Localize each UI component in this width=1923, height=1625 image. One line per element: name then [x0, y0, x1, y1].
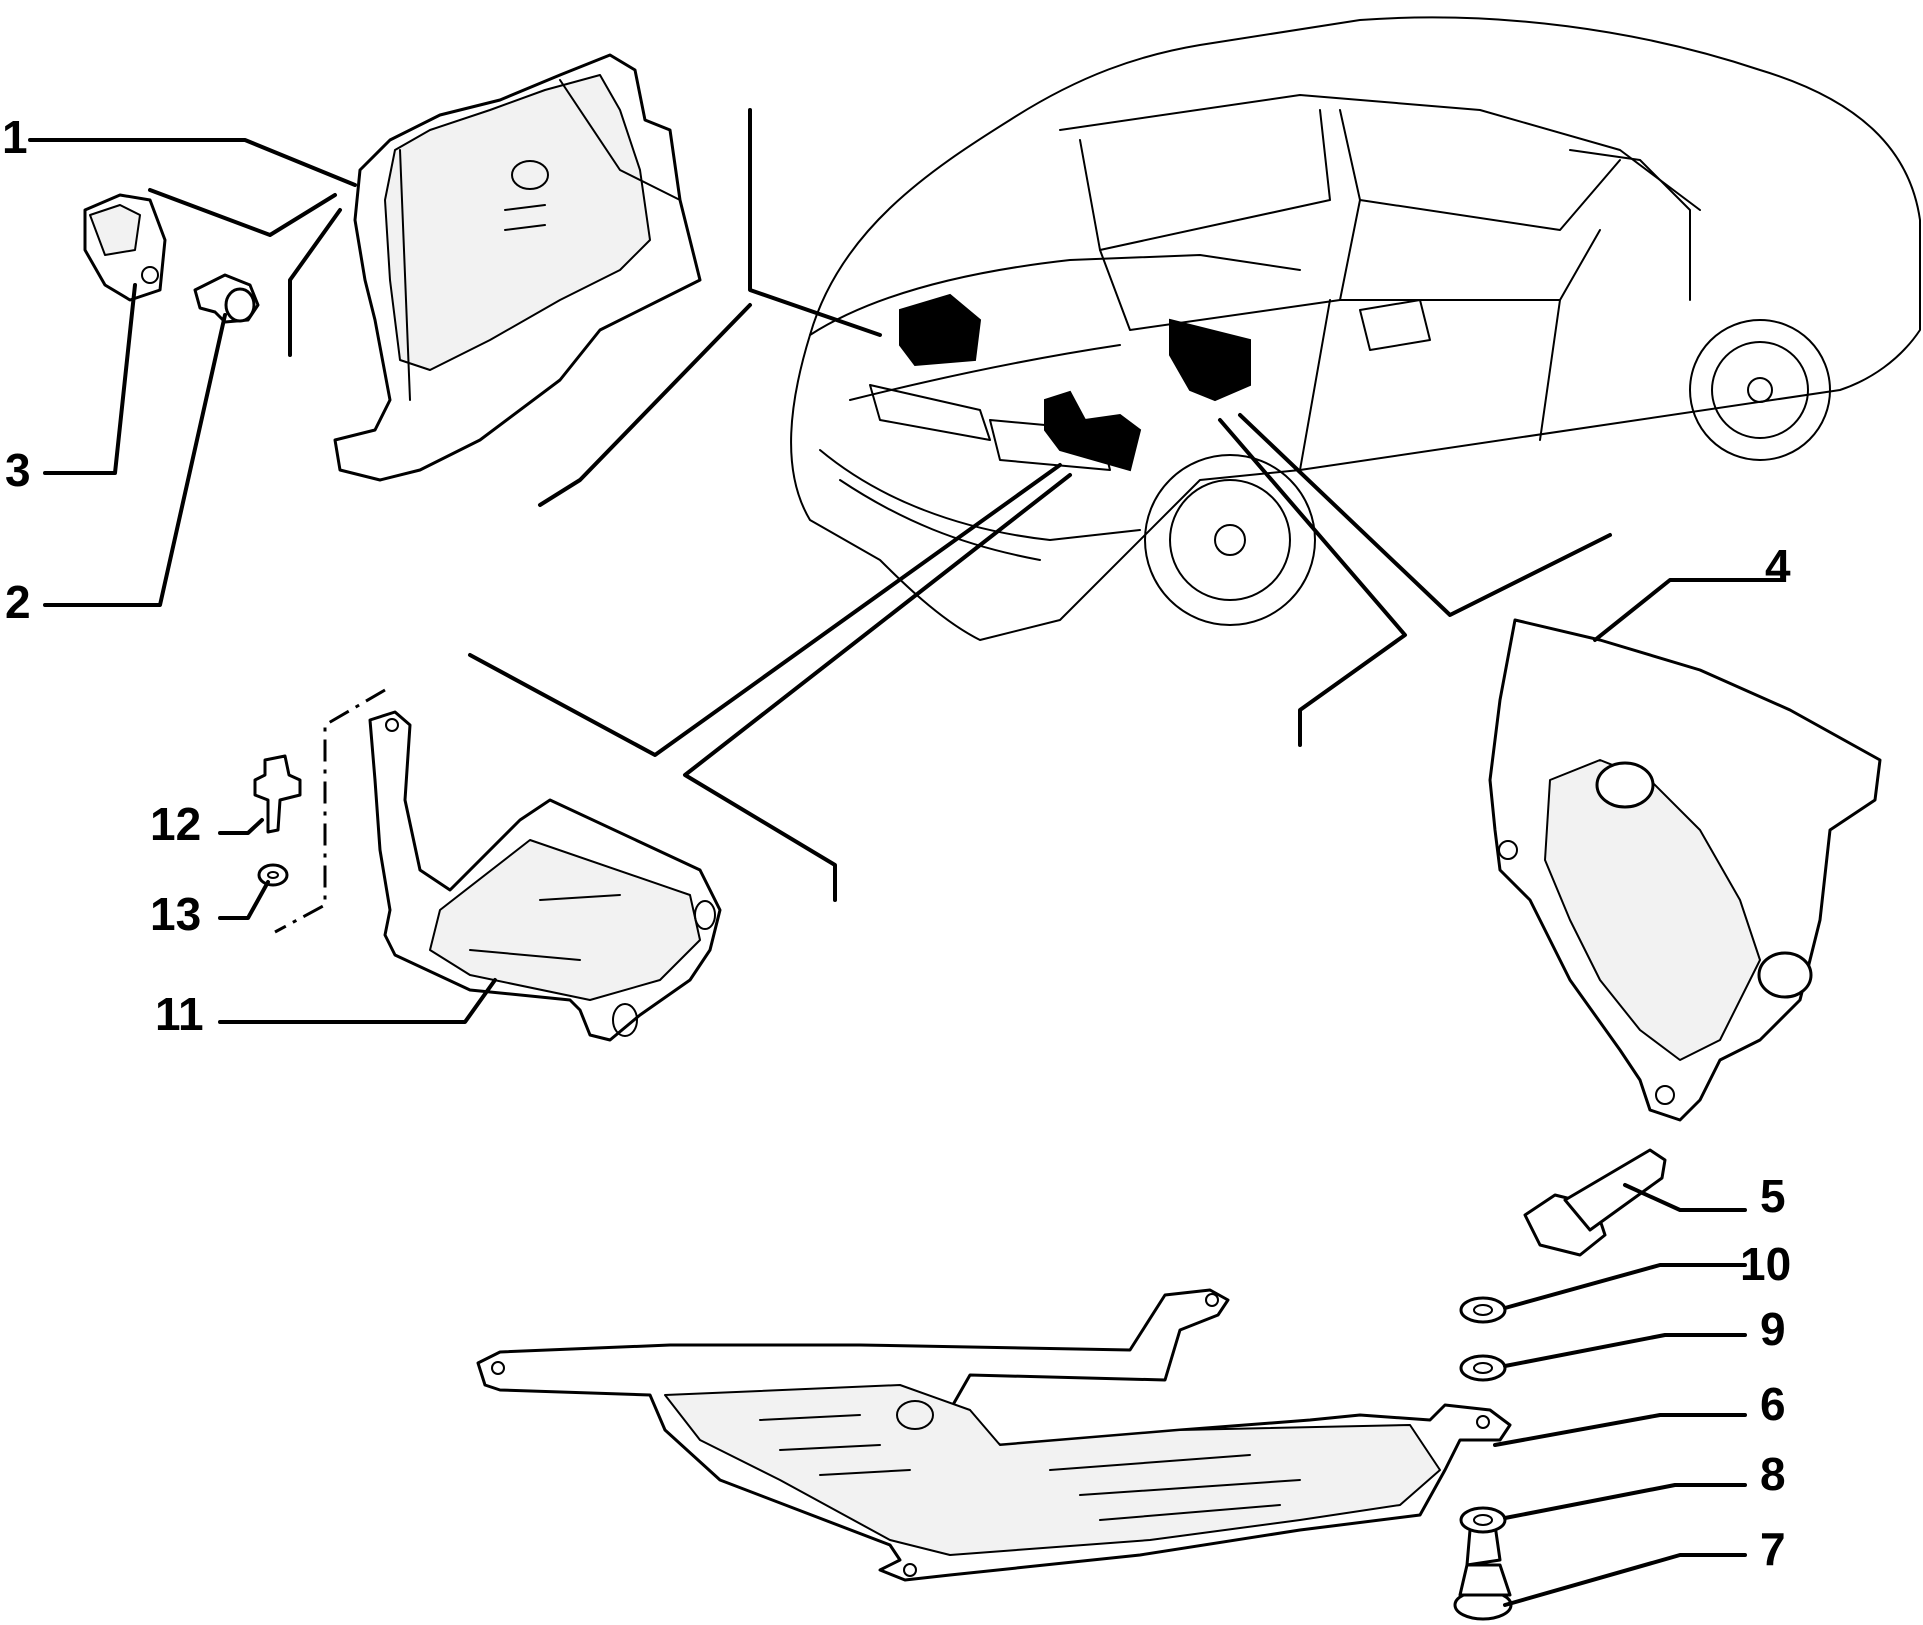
- leader-3: [43, 283, 137, 475]
- part-3-clip: [83, 193, 167, 302]
- leader-4: [1593, 578, 1782, 642]
- leader-10: [1503, 1263, 1747, 1310]
- dashed-assembly-line: [274, 688, 386, 934]
- part-5-hex-bolt: [1523, 1148, 1667, 1257]
- callout-3: 3: [5, 444, 31, 496]
- callout-5: 5: [1760, 1170, 1786, 1222]
- part-13-washer: [257, 863, 289, 887]
- callout-13: 13: [150, 888, 201, 940]
- part-2-bolt: [193, 273, 260, 324]
- part-4-bracket-shield: [1488, 618, 1882, 1122]
- leader-9: [1503, 1333, 1747, 1368]
- part-1-shield: [333, 53, 702, 482]
- callout-12: 12: [150, 798, 201, 850]
- leader-7: [1503, 1553, 1747, 1607]
- leader-5: [1623, 1183, 1747, 1212]
- leader-2: [43, 313, 227, 607]
- part-10-washer: [1459, 1296, 1507, 1324]
- leader-11: [218, 978, 497, 1024]
- leader-12: [218, 818, 264, 835]
- part-8-washer: [1459, 1506, 1507, 1534]
- callout-7: 7: [1760, 1523, 1786, 1575]
- part-7-bolt: [1453, 1523, 1513, 1621]
- callout-10: 10: [1740, 1238, 1791, 1290]
- leader-lines: [28, 138, 1782, 1607]
- highlight-front-shield: [1044, 390, 1142, 472]
- part-9-washer: [1459, 1354, 1507, 1382]
- callout-1: 1: [2, 111, 28, 163]
- part-11-bracket: [368, 710, 722, 1042]
- callout-4: 4: [1765, 540, 1791, 592]
- highlight-right-shield: [1169, 318, 1251, 402]
- callout-2: 2: [5, 576, 31, 628]
- highlight-left-shield: [899, 293, 982, 367]
- leader-6: [1493, 1413, 1747, 1447]
- callout-8: 8: [1760, 1448, 1786, 1500]
- callout-11: 11: [155, 988, 204, 1040]
- leader-8: [1503, 1483, 1747, 1520]
- part-6-underbody-plate: [476, 1288, 1512, 1582]
- callout-9: 9: [1760, 1303, 1786, 1355]
- part-12-screw: [253, 754, 302, 834]
- car-illustration: [790, 16, 1921, 641]
- leader-13: [218, 880, 270, 920]
- callout-labels: 1 2 3 4 5 6 7 8 9 10 11 12 13: [2, 111, 1791, 1575]
- reference-lines: [148, 108, 1612, 902]
- leader-1: [28, 138, 357, 187]
- callout-6: 6: [1760, 1378, 1786, 1430]
